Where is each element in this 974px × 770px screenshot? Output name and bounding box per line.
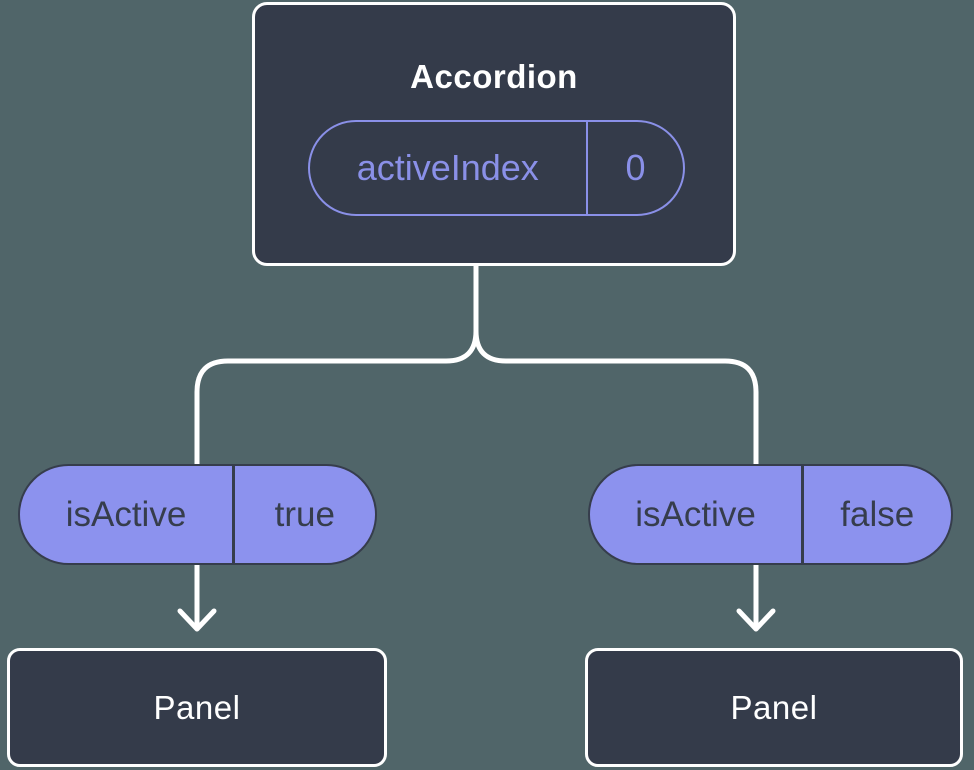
prop-pill-isactive-true: isActive true <box>18 464 377 565</box>
state-value-label: 0 <box>625 147 646 188</box>
prop-value-label: true <box>274 494 335 534</box>
connector-branch-left <box>194 262 479 627</box>
panel-node-title: Panel <box>153 688 241 726</box>
prop-value-label: false <box>840 494 915 534</box>
state-pill-activeindex: activeIndex 0 <box>308 120 685 216</box>
connector-branch-right <box>473 262 759 627</box>
pill-divider <box>232 466 235 563</box>
arrow-down-icon <box>736 608 776 632</box>
state-name-label: activeIndex <box>356 147 539 188</box>
panel-node-title: Panel <box>730 688 818 726</box>
pill-divider <box>585 122 588 214</box>
prop-name-label: isActive <box>635 494 756 534</box>
panel-node-right: Panel <box>585 648 963 767</box>
accordion-node-title: Accordion <box>410 58 578 95</box>
arrow-down-icon <box>177 608 217 632</box>
panel-node-left: Panel <box>7 648 387 767</box>
prop-name-label: isActive <box>65 494 187 534</box>
prop-pill-isactive-false: isActive false <box>588 464 953 565</box>
pill-divider <box>801 466 804 563</box>
accordion-node: Accordion activeIndex 0 <box>252 2 736 266</box>
